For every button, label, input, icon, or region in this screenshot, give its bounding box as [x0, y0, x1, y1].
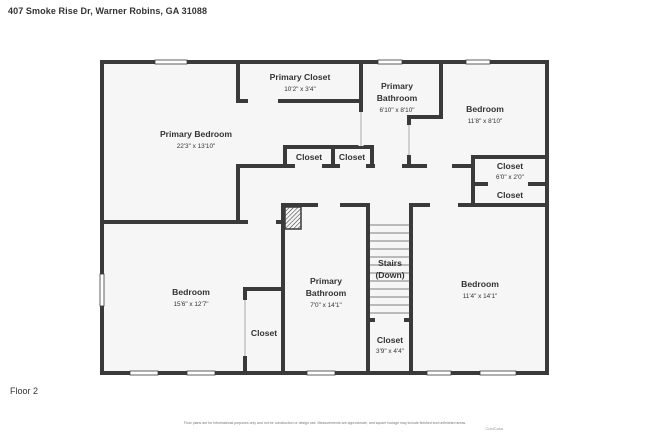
room-name-primary-closet: Primary Closet	[270, 72, 331, 82]
floor-label: Floor 2	[10, 386, 39, 396]
room-name-primary-bathroom-lower-line2: Bathroom	[306, 288, 347, 298]
brand-logo: CubiCasa	[485, 426, 503, 431]
stairs	[370, 224, 410, 314]
room-dims-primary-bedroom: 22'3" x 13'10"	[177, 143, 216, 150]
room-name-closet-a: Closet	[296, 152, 322, 162]
room-name-bedroom-upper-right: Bedroom	[466, 104, 504, 114]
room-dims-bedroom-upper-right: 11'8" x 8'10"	[468, 118, 503, 125]
property-address: 407 Smoke Rise Dr, Warner Robins, GA 310…	[8, 6, 208, 16]
room-dims-bedroom-left: 15'6" x 12'7"	[173, 301, 208, 308]
door-leaves	[244, 112, 410, 356]
room-dims-closet-right-upper: 6'0" x 2'0"	[496, 174, 524, 181]
room-name-stairs-line2: (Down)	[375, 270, 404, 280]
room-name-closet-b: Closet	[339, 152, 365, 162]
room-name-primary-bedroom: Primary Bedroom	[160, 129, 232, 139]
room-dims-primary-closet: 10'2" x 3'4"	[284, 86, 316, 93]
room-name-stairs: Stairs	[378, 258, 402, 268]
disclaimer: Floor plans are for informational purpos…	[183, 421, 467, 425]
room-name-primary-bathroom-upper: Primary	[381, 81, 413, 91]
room-name-primary-bathroom-upper-line2: Bathroom	[377, 93, 418, 103]
room-dims-bedroom-right-lower: 11'4" x 14'1"	[463, 293, 498, 300]
floor-area	[102, 62, 547, 373]
room-name-bedroom-left: Bedroom	[172, 287, 210, 297]
room-dims-primary-bathroom-upper: 6'10" x 8'10"	[379, 107, 414, 114]
room-name-closet-lower-center: Closet	[377, 335, 403, 345]
chase-hatch	[284, 206, 302, 230]
room-name-closet-right-lower: Closet	[497, 190, 523, 200]
room-name-bedroom-right-lower: Bedroom	[461, 279, 499, 289]
room-name-closet-left: Closet	[251, 328, 277, 338]
room-dims-closet-lower-center: 3'9" x 4'4"	[376, 348, 404, 355]
windows	[99, 59, 517, 376]
room-name-closet-right-upper: Closet	[497, 161, 523, 171]
room-name-primary-bathroom-lower: Primary	[310, 276, 342, 286]
room-dims-primary-bathroom-lower: 7'0" x 14'1"	[310, 302, 342, 309]
